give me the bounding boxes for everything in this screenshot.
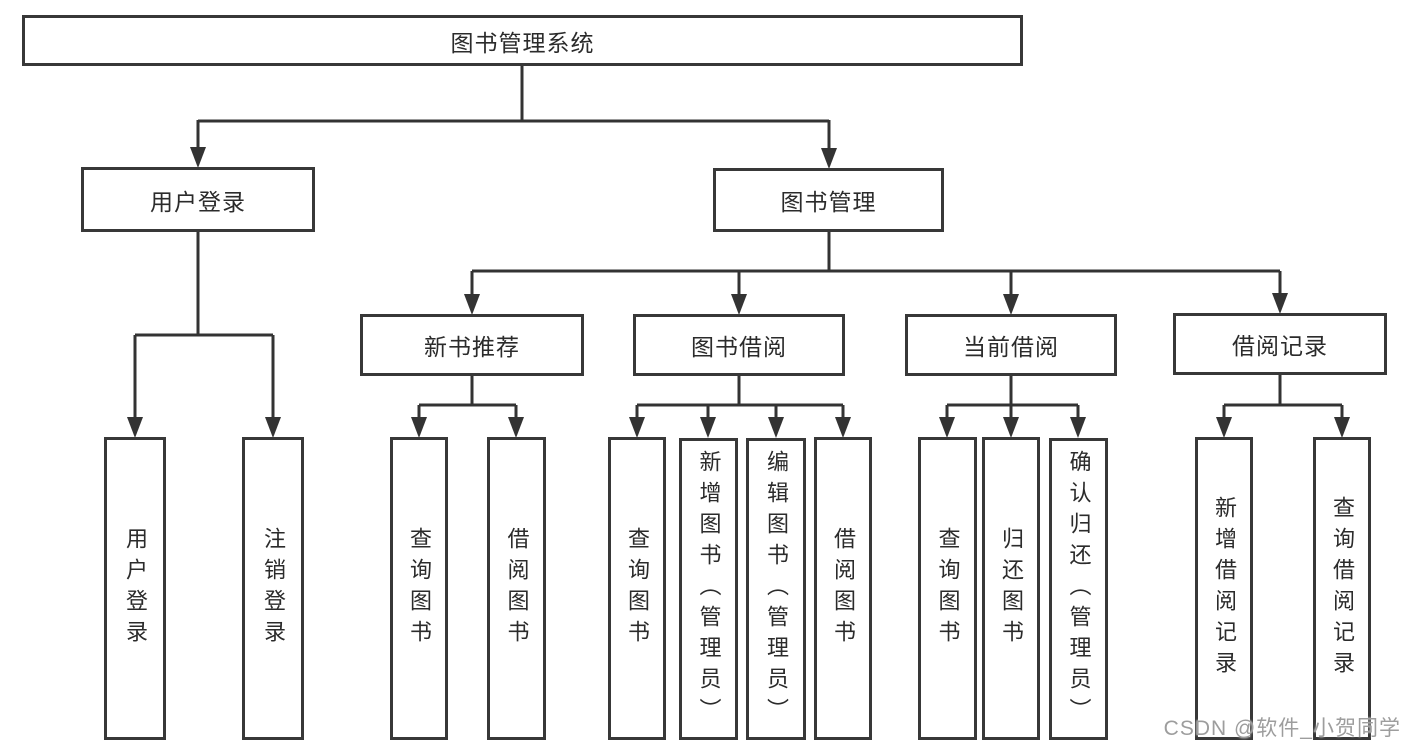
leaf-query-borrow-record: 查询借阅记录 xyxy=(1313,437,1371,740)
arrow-icon xyxy=(508,417,524,438)
arrow-icon xyxy=(835,417,851,438)
node-label: 图书借阅 xyxy=(691,334,787,360)
leaf-borrow-query-books: 查询图书 xyxy=(608,437,666,740)
node-book-borrowing: 图书借阅 xyxy=(633,314,845,376)
node-label: 用户登录 xyxy=(150,188,246,215)
node-label: 确认归还（管理员） xyxy=(1066,449,1092,729)
node-label: 编辑图书（管理员） xyxy=(764,449,789,729)
leaf-return-books: 归还图书 xyxy=(982,437,1040,740)
arrow-icon xyxy=(265,417,281,438)
arrow-icon xyxy=(411,417,427,438)
leaf-logout: 注销登录 xyxy=(242,437,304,740)
arrow-icon xyxy=(700,417,716,438)
arrow-icon xyxy=(731,294,747,315)
node-user-login-branch: 用户登录 xyxy=(81,167,315,232)
arrow-icon xyxy=(1003,294,1019,315)
leaf-borrow-books: 借阅图书 xyxy=(814,437,872,740)
arrow-icon xyxy=(768,417,784,438)
node-label: 新增图书（管理员） xyxy=(696,449,722,729)
arrow-icon xyxy=(1216,417,1232,438)
leaf-user-login: 用户登录 xyxy=(104,437,166,740)
node-label: 新书推荐 xyxy=(424,334,520,360)
arrow-icon xyxy=(821,148,837,169)
arrow-icon xyxy=(127,417,143,438)
arrow-icon xyxy=(629,417,645,438)
node-label: 查询图书 xyxy=(625,526,650,651)
arrow-icon xyxy=(1070,417,1086,438)
arrow-icon xyxy=(1334,417,1350,438)
node-root-system: 图书管理系统 xyxy=(22,15,1023,66)
arrow-icon xyxy=(464,294,480,315)
node-label: 借阅图书 xyxy=(504,526,530,651)
node-label: 新增借阅记录 xyxy=(1212,495,1237,682)
leaf-newbook-borrow-books: 借阅图书 xyxy=(487,437,546,740)
node-label: 查询图书 xyxy=(407,526,432,651)
node-borrow-records: 借阅记录 xyxy=(1173,313,1387,375)
node-label: 借阅图书 xyxy=(831,526,856,651)
arrow-icon xyxy=(190,147,206,168)
node-current-borrowing: 当前借阅 xyxy=(905,314,1117,376)
node-label: 用户登录 xyxy=(123,526,148,651)
node-label: 图书管理系统 xyxy=(450,29,595,56)
leaf-newbook-query-books: 查询图书 xyxy=(390,437,448,740)
node-book-management-branch: 图书管理 xyxy=(713,168,944,232)
node-label: 借阅记录 xyxy=(1232,333,1328,359)
node-label: 当前借阅 xyxy=(963,334,1059,360)
csdn-watermark: CSDN @软件_小贺同学 xyxy=(1163,717,1401,740)
leaf-add-books-admin: 新增图书（管理员） xyxy=(679,438,738,740)
leaf-edit-books-admin: 编辑图书（管理员） xyxy=(746,438,806,740)
node-new-book-recommend: 新书推荐 xyxy=(360,314,584,376)
leaf-confirm-return-admin: 确认归还（管理员） xyxy=(1049,438,1108,740)
node-label: 注销登录 xyxy=(261,526,286,651)
node-label: 归还图书 xyxy=(999,526,1024,651)
node-label: 图书管理 xyxy=(780,189,877,215)
leaf-add-borrow-record: 新增借阅记录 xyxy=(1195,437,1253,740)
node-label: 查询图书 xyxy=(935,526,961,651)
leaf-current-query-books: 查询图书 xyxy=(918,437,977,740)
arrow-icon xyxy=(1003,417,1019,438)
arrow-icon xyxy=(939,417,955,438)
node-label: 查询借阅记录 xyxy=(1330,495,1355,682)
arrow-icon xyxy=(1272,293,1288,314)
